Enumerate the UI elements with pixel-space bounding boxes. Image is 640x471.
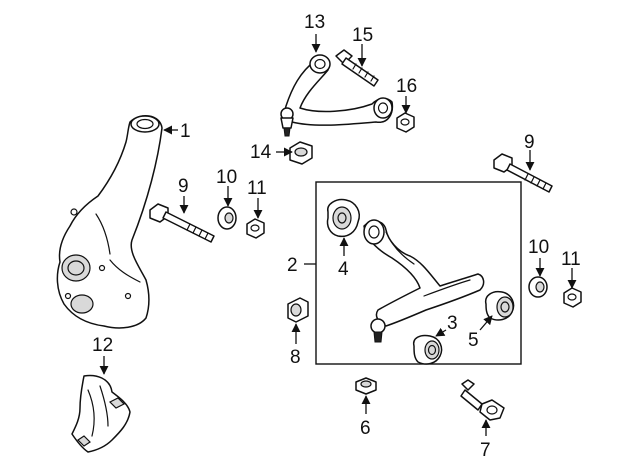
callout-9-right: 9 <box>524 132 535 153</box>
upper-arm-bolt <box>335 49 379 87</box>
lower-arm-bushing <box>412 334 443 365</box>
callout-labels: 1 2 3 4 5 6 7 8 9 9 10 10 11 11 12 13 14… <box>92 12 581 461</box>
callout-13: 13 <box>304 12 325 33</box>
nut-right <box>563 287 582 308</box>
upper-arm-nut <box>396 112 415 133</box>
callout-1: 1 <box>180 121 191 142</box>
callout-10-left: 10 <box>216 167 237 188</box>
callout-9-left: 9 <box>178 176 189 197</box>
upper-arm-bushing <box>289 141 313 165</box>
lower-arm-bolt <box>460 379 505 421</box>
upper-control-arm <box>280 54 394 137</box>
callout-7: 7 <box>480 440 491 461</box>
lower-arm-front-bushing <box>326 198 360 238</box>
washer-left <box>217 206 237 230</box>
lower-arm-bolt-right <box>493 153 553 193</box>
callout-11-left: 11 <box>247 178 267 199</box>
callout-6: 6 <box>360 418 371 439</box>
callout-4: 4 <box>338 259 349 280</box>
splash-shield <box>71 374 131 453</box>
callout-15: 15 <box>352 25 373 46</box>
callout-5: 5 <box>468 330 479 351</box>
callout-2: 2 <box>287 255 298 276</box>
callout-8: 8 <box>290 347 301 368</box>
steering-knuckle <box>56 115 163 329</box>
callout-16: 16 <box>396 76 417 97</box>
callout-3: 3 <box>447 313 458 334</box>
lower-arm-group-box <box>315 181 522 365</box>
washer-right <box>528 276 548 298</box>
callout-12: 12 <box>92 335 113 356</box>
callout-10-right: 10 <box>528 237 549 258</box>
knuckle-bolt-left <box>149 203 215 243</box>
ball-joint-nut <box>355 377 377 395</box>
lower-arm-rear-bushing <box>484 290 515 321</box>
callout-11-right: 11 <box>561 249 581 270</box>
nut-left <box>246 218 265 239</box>
lower-control-arm <box>363 219 485 343</box>
small-bushing <box>287 297 309 323</box>
callout-14: 14 <box>250 142 272 163</box>
leader-lines <box>99 34 577 436</box>
